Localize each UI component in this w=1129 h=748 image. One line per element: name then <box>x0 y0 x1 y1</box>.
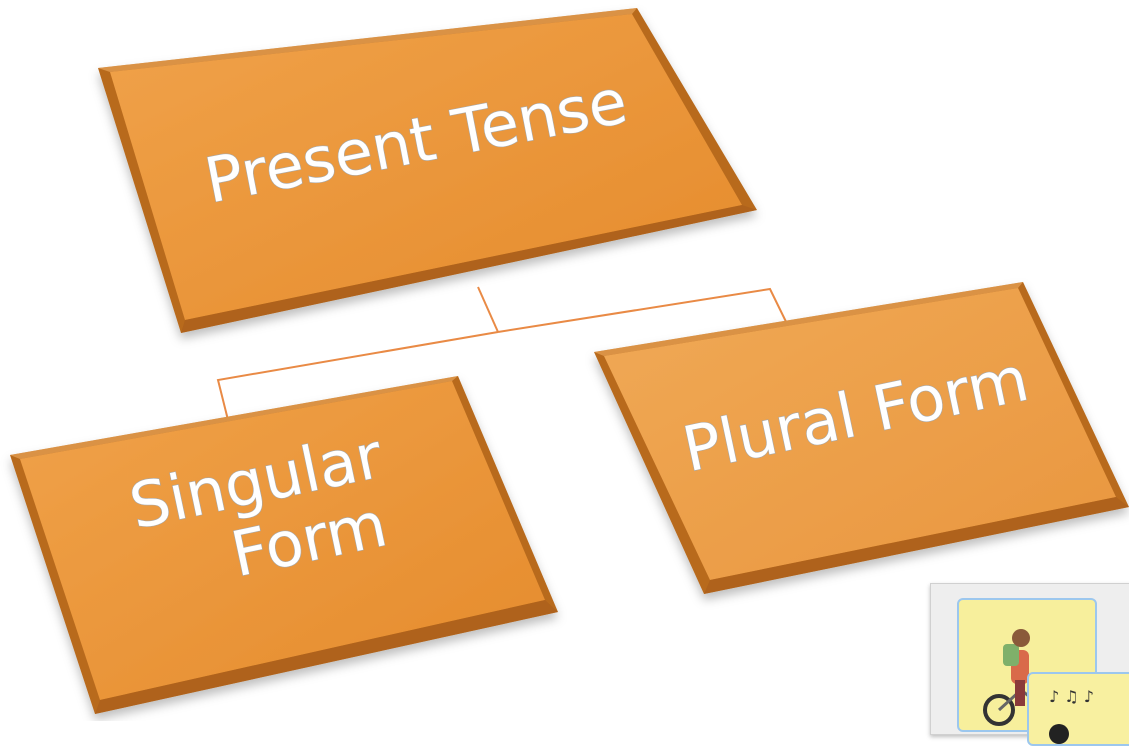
tense-hierarchy-diagram: Present Tense Singular Form Plural Form <box>10 8 1129 714</box>
plural-box-face <box>604 288 1116 580</box>
singular-box: Singular Form <box>10 376 558 714</box>
music-notes-icon: ♪ ♫ ♪ <box>1049 687 1094 744</box>
thumbnail-collage[interactable]: ♪ ♫ ♪ <box>930 583 1129 746</box>
root-box-face <box>110 14 742 320</box>
singular-box-face <box>20 381 545 700</box>
connector-to-plural <box>497 287 794 337</box>
svg-text:♪ ♫ ♪: ♪ ♫ ♪ <box>1049 687 1094 706</box>
plural-box: Plural Form <box>594 282 1129 594</box>
root-box: Present Tense <box>98 8 757 333</box>
thumbnail-card-music: ♪ ♫ ♪ <box>1027 672 1129 746</box>
connector-root-trunk <box>477 286 499 333</box>
